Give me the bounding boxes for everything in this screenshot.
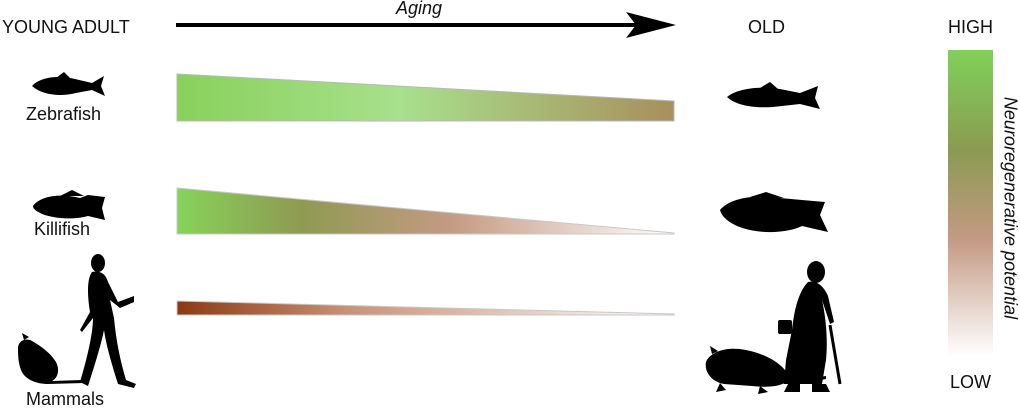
young-killifish-icon	[33, 190, 105, 220]
species-label-mammals: Mammals	[26, 389, 104, 410]
potential-scale-bar	[948, 50, 993, 356]
species-label-zebrafish: Zebrafish	[26, 104, 101, 125]
young-rodent-icon	[18, 333, 84, 384]
old-killifish-icon	[720, 192, 828, 232]
scale-low-label: LOW	[950, 372, 991, 393]
scale-title: Neuroregenerative potential	[1000, 97, 1020, 319]
scale-high-label: HIGH	[948, 17, 993, 38]
zebrafish-potential-bar	[177, 74, 674, 121]
old-zebrafish-icon	[727, 82, 820, 109]
young-zebrafish-icon	[32, 72, 105, 96]
species-label-killifish: Killifish	[34, 219, 90, 240]
mammals-potential-bar	[177, 301, 674, 315]
aging-label: Aging	[396, 0, 442, 19]
young-woman-icon	[80, 254, 136, 388]
old-woman-icon	[778, 261, 840, 392]
killifish-potential-bar	[177, 188, 674, 234]
young-adult-label: YOUNG ADULT	[2, 17, 130, 38]
old-label: OLD	[748, 17, 785, 38]
